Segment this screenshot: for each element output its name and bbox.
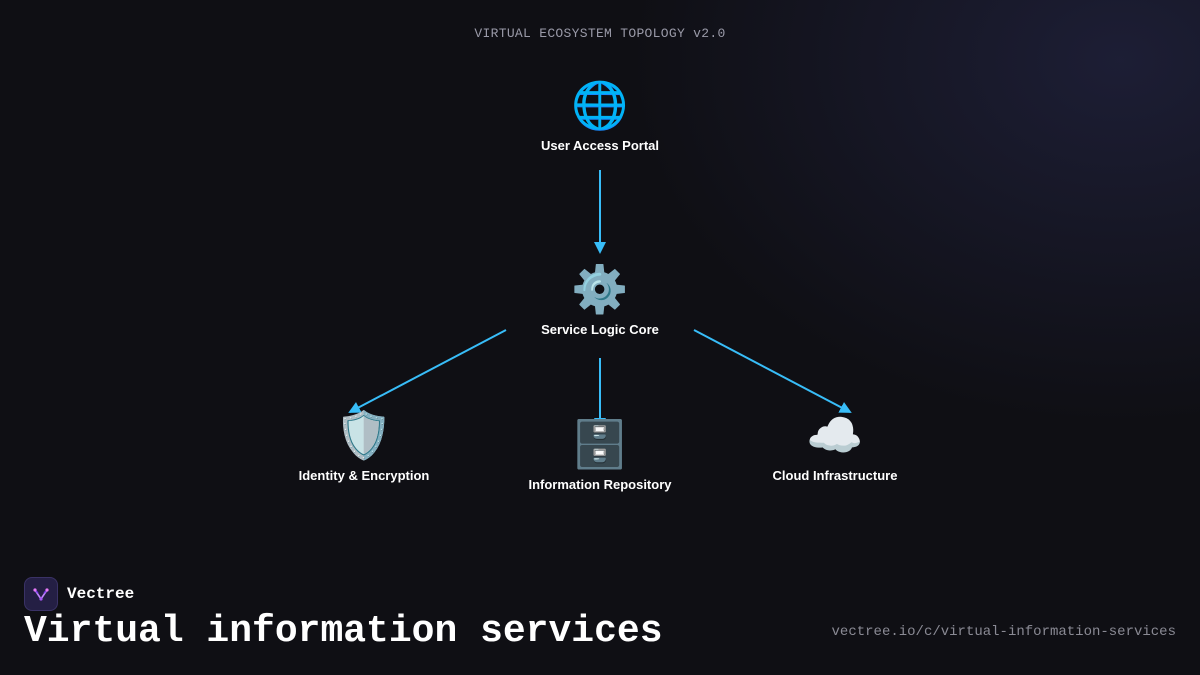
node-label: Identity & Encryption: [298, 468, 430, 483]
file-cabinet-icon: 🗄️: [571, 417, 629, 471]
brand-name: Vectree: [67, 585, 135, 603]
node-label: Information Repository: [528, 477, 672, 492]
gear-icon: ⚙️: [571, 262, 629, 316]
cloud-icon: ☁️: [806, 408, 864, 462]
brand[interactable]: Vectree: [24, 577, 134, 611]
node-label: User Access Portal: [540, 138, 660, 153]
shield-icon: 🛡️: [335, 408, 393, 462]
node-service-logic-core[interactable]: ⚙️ Service Logic Core: [480, 262, 720, 337]
vectree-logo-icon: [24, 577, 58, 611]
node-label: Service Logic Core: [541, 322, 659, 337]
page-title: Virtual information services: [24, 610, 663, 653]
node-information-repository[interactable]: 🗄️ Information Repository: [480, 417, 720, 492]
node-cloud-infrastructure[interactable]: ☁️ Cloud Infrastructure: [715, 408, 955, 483]
globe-icon: 🌐: [571, 78, 629, 132]
node-user-access-portal[interactable]: 🌐 User Access Portal: [480, 78, 720, 153]
node-label: Cloud Infrastructure: [772, 468, 898, 483]
page-url[interactable]: vectree.io/c/virtual-information-service…: [831, 624, 1176, 640]
edge-core-to-cloud: [693, 329, 852, 413]
node-identity-encryption[interactable]: 🛡️ Identity & Encryption: [244, 408, 484, 483]
edge-core-to-identity: [348, 329, 507, 413]
diagram-title: VIRTUAL ECOSYSTEM TOPOLOGY v2.0: [474, 26, 726, 41]
